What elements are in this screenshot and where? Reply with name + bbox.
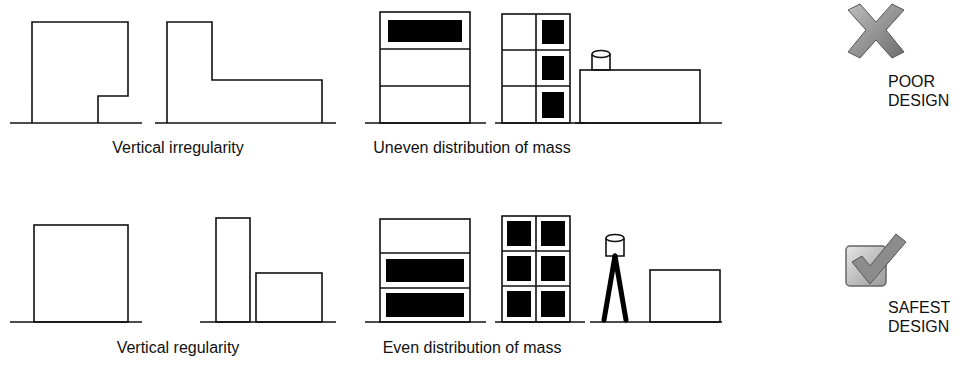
verdict-label: POOR DESIGN	[888, 72, 958, 110]
check-icon	[846, 234, 906, 286]
caption-label: Vertical regularity	[117, 338, 240, 357]
caption-label: Vertical irregularity	[112, 138, 244, 157]
verdict-label: SAFEST DESIGN	[888, 298, 958, 336]
caption-label: Even distribution of mass	[383, 338, 562, 357]
cross-icon	[848, 4, 904, 58]
caption-label: Uneven distribution of mass	[373, 138, 570, 157]
